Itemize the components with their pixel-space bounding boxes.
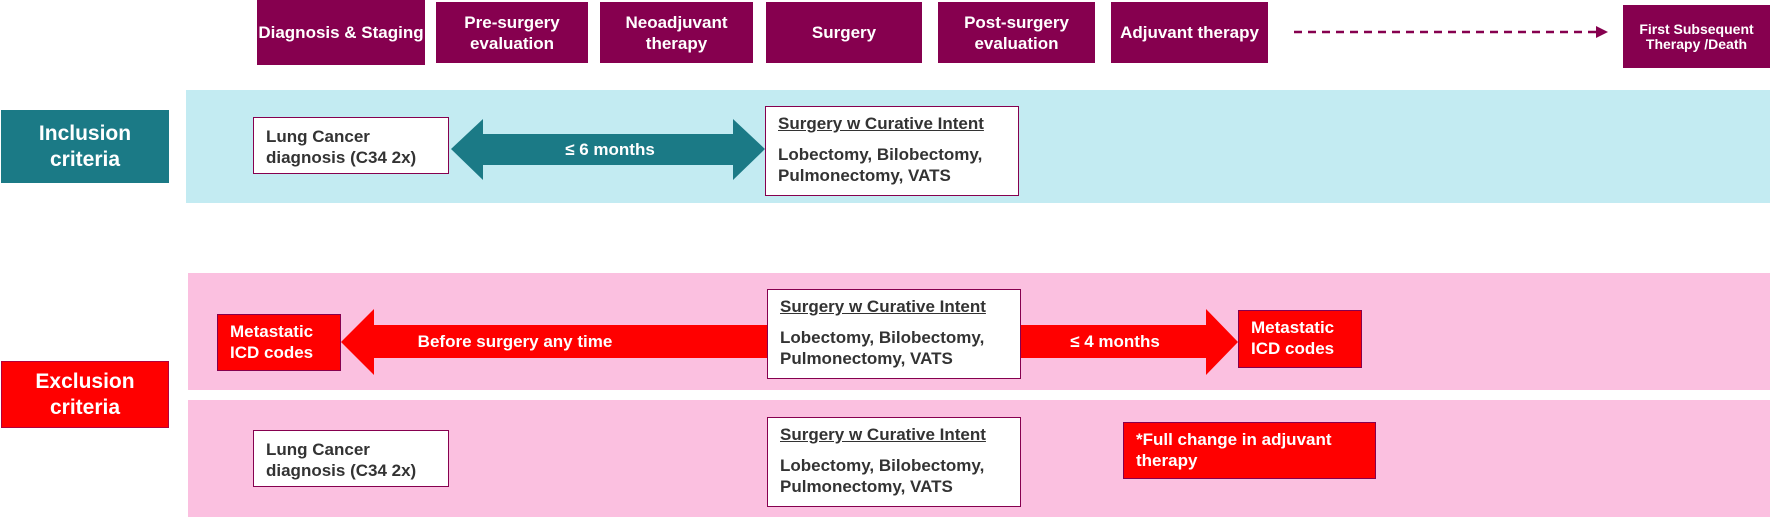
inclusion-window-label: ≤ 6 months [520, 134, 700, 165]
arrow-text: ≤ 6 months [565, 139, 655, 159]
phase-label: Post-surgery evaluation [964, 12, 1069, 53]
phase-label: Surgery [811, 23, 877, 42]
exclusion-metastatic-right-box: Metastatic ICD codes [1238, 310, 1362, 368]
surgery-title: Surgery w Curative Intent [780, 425, 986, 444]
inclusion-diagnosis-box: Lung Cancer diagnosis (C34 2x) [253, 117, 449, 174]
phase-label: First Subsequent Therapy /Death [1639, 20, 1754, 52]
phase-first-subsequent-therapy-death: First Subsequent Therapy /Death [1623, 5, 1770, 68]
phase-pre-surgery-evaluation: Pre-surgery evaluation [436, 2, 588, 63]
exclusion-before-arrow [341, 309, 770, 375]
timeline-arrowhead [1596, 26, 1608, 38]
surgery-title: Surgery w Curative Intent [778, 114, 984, 133]
inclusion-surgery-box: Surgery w Curative Intent Lobectomy, Bil… [765, 106, 1019, 196]
box-text: Lung Cancer diagnosis (C34 2x) [266, 440, 417, 480]
phase-neoadjuvant-therapy: Neoadjuvant therapy [600, 2, 753, 63]
exclusion-row2-surgery-box: Surgery w Curative Intent Lobectomy, Bil… [767, 417, 1021, 507]
exclusion-diagnosis-box: Lung Cancer diagnosis (C34 2x) [253, 430, 449, 487]
exclusion-metastatic-left-box: Metastatic ICD codes [217, 314, 341, 371]
phase-adjuvant-therapy: Adjuvant therapy [1111, 2, 1268, 63]
exclusion-after-arrow [1020, 309, 1238, 375]
exclusion-adjuvant-change-box: *Full change in adjuvant therapy [1123, 422, 1376, 479]
arrow-text: Before surgery any time [417, 331, 613, 351]
phase-label: Neoadjuvant therapy [625, 12, 728, 53]
box-text: Metastatic ICD codes [1251, 318, 1335, 358]
arrow-text: ≤ 4 months [1070, 331, 1160, 351]
box-text: Lung Cancer diagnosis (C34 2x) [266, 127, 417, 167]
exclusion-before-label: Before surgery any time [395, 325, 635, 358]
phase-diagnosis-staging: Diagnosis & Staging [257, 0, 425, 65]
surgery-types: Lobectomy, Bilobectomy, Pulmonectomy, VA… [780, 456, 985, 496]
criteria-text: Inclusion criteria [38, 121, 132, 171]
phase-label: Pre-surgery evaluation [464, 12, 560, 53]
phase-label: Diagnosis & Staging [258, 23, 424, 42]
surgery-types: Lobectomy, Bilobectomy, Pulmonectomy, VA… [778, 145, 983, 185]
phase-post-surgery-evaluation: Post-surgery evaluation [938, 2, 1095, 63]
phase-label: Adjuvant therapy [1120, 23, 1259, 42]
surgery-title: Surgery w Curative Intent [780, 297, 986, 316]
inclusion-criteria-label: Inclusion criteria [1, 110, 169, 183]
exclusion-criteria-label: Exclusion criteria [1, 361, 169, 428]
surgery-types: Lobectomy, Bilobectomy, Pulmonectomy, VA… [780, 328, 985, 368]
exclusion-row1-surgery-box: Surgery w Curative Intent Lobectomy, Bil… [767, 289, 1021, 379]
box-text: Metastatic ICD codes [230, 322, 314, 362]
box-text: *Full change in adjuvant therapy [1136, 430, 1332, 470]
phase-surgery: Surgery [766, 2, 922, 63]
inclusion-double-arrow [451, 119, 765, 180]
exclusion-after-label: ≤ 4 months [1030, 325, 1200, 358]
criteria-text: Exclusion criteria [35, 369, 135, 419]
